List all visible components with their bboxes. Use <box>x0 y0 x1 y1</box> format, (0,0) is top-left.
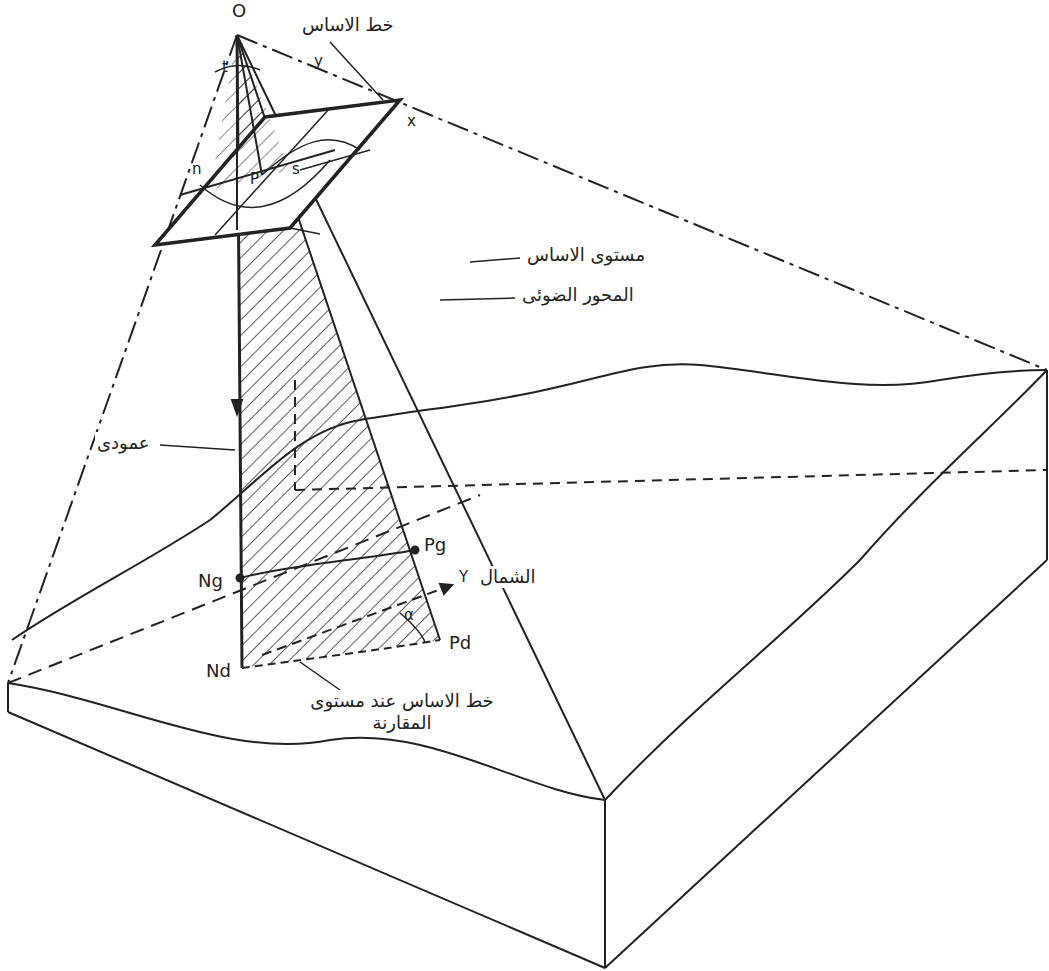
label: Ng <box>196 570 225 592</box>
label: n <box>190 160 204 178</box>
label: المحور الضوئى <box>520 284 636 306</box>
label: y <box>312 52 325 70</box>
label: خط الاساس عند مستوى المقارنة <box>300 690 504 733</box>
label: α <box>402 606 416 624</box>
label: الشمال <box>478 566 538 588</box>
label: P <box>248 170 261 188</box>
label: Pg <box>422 534 448 556</box>
label: خط الاساس <box>300 14 396 36</box>
label: x <box>405 112 418 130</box>
label: s <box>290 160 302 178</box>
label: Y <box>457 568 470 586</box>
label: O <box>230 0 248 22</box>
label: Pd <box>447 632 473 654</box>
label: عمودى <box>95 432 152 454</box>
label: مستوى الاساس <box>525 244 647 266</box>
label: t <box>220 58 230 76</box>
label: Nd <box>204 660 233 682</box>
